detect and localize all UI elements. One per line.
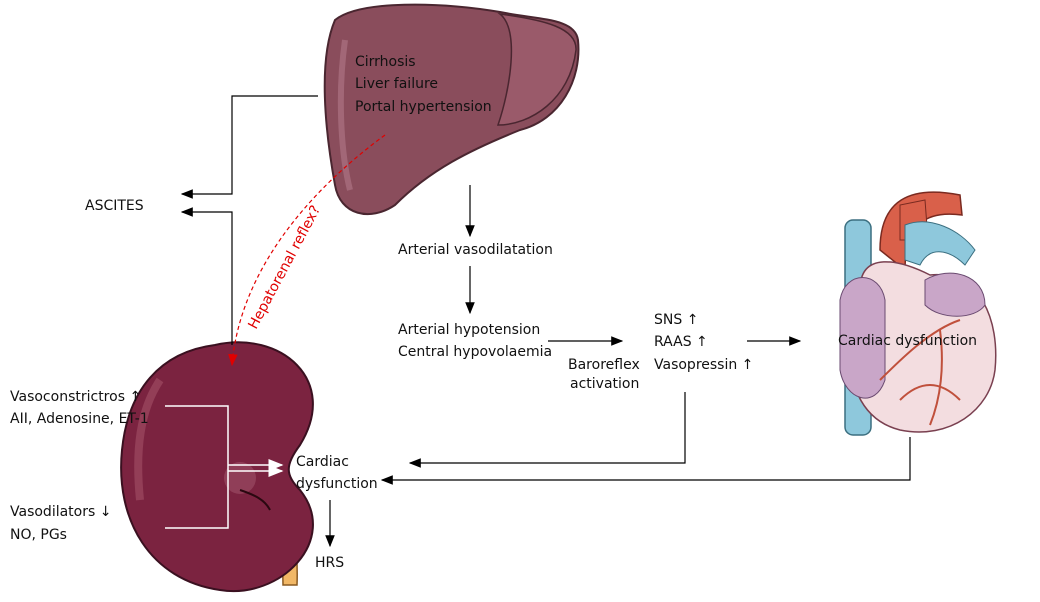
vasodilatation-label: Arterial vasodilatation — [398, 242, 553, 258]
hypovolaemia-label: Central hypovolaemia — [398, 344, 553, 360]
hepatorenal-reflex-label: Hepatorenal reflex? — [245, 203, 324, 332]
vasoconstrictors-list: AII, Adenosine, ET-1 — [10, 411, 149, 427]
hypotension-label: Arterial hypotension — [398, 322, 541, 338]
vasoconstrictors-label: Vasoconstrictros ↑ — [10, 389, 142, 405]
renal-label-1: Cardiac — [296, 454, 349, 470]
vasodilators-label: Vasodilators ↓ — [10, 504, 112, 520]
vasodilators-list: NO, PGs — [10, 527, 67, 543]
liver-label-2: Liver failure — [355, 76, 439, 92]
heart-to-kidney-arrow — [380, 437, 911, 485]
liver-label-1: Cirrhosis — [355, 54, 416, 70]
hepatorenal-reflex-arrow — [228, 134, 386, 367]
kidney-illustration — [120, 341, 314, 593]
baroreflex-label: Baroreflex — [568, 357, 640, 373]
liver-to-ascites-arrow — [180, 95, 318, 199]
liver-label-3: Portal hypertension — [355, 99, 492, 115]
liver-illustration — [323, 3, 580, 215]
renal-label-2: dysfunction — [296, 476, 378, 492]
vasopressin-label: Vasopressin ↑ — [654, 357, 754, 373]
raas-label: RAAS ↑ — [654, 334, 708, 350]
heart-illustration — [839, 191, 997, 436]
hrs-label: HRS — [315, 555, 345, 571]
sns-label: SNS ↑ — [654, 312, 699, 328]
neuro-to-kidney-arrow — [408, 392, 686, 468]
kidney-to-ascites-arrow — [180, 207, 233, 345]
heart-label: Cardiac dysfunction — [838, 333, 978, 349]
activation-label: activation — [570, 376, 640, 392]
ascites-label: ASCITES — [85, 198, 144, 214]
